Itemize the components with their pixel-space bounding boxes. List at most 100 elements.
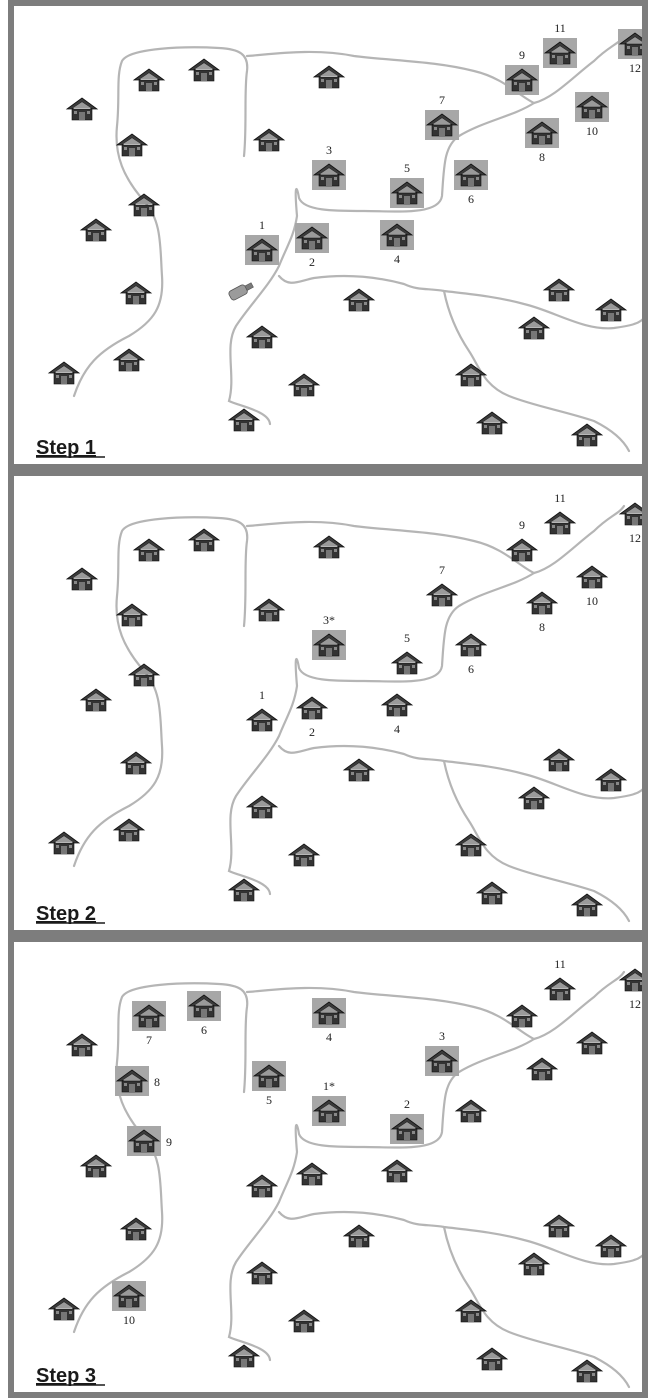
hut-number-label: 6 bbox=[468, 662, 474, 676]
hut-icon bbox=[227, 408, 261, 432]
hut-icon bbox=[47, 361, 81, 385]
hut-number-label: 11 bbox=[554, 957, 566, 971]
river-line bbox=[245, 504, 626, 575]
hut-icon bbox=[79, 218, 113, 242]
hut-number-label: 1 bbox=[259, 218, 265, 232]
hut-icon bbox=[47, 831, 81, 855]
hut-icon bbox=[312, 1096, 346, 1126]
hut-icon bbox=[505, 65, 539, 95]
hut-icon bbox=[112, 348, 146, 372]
hut-icon bbox=[594, 298, 628, 322]
hut-icon bbox=[525, 591, 559, 615]
hut-number-label: 6 bbox=[468, 192, 474, 206]
hut-icon bbox=[312, 160, 346, 190]
river-line bbox=[442, 289, 631, 453]
river-line bbox=[227, 571, 536, 896]
hut-icon bbox=[454, 833, 488, 857]
hut-icon bbox=[517, 786, 551, 810]
hut-number-label: 5 bbox=[404, 631, 410, 645]
hut-number-label: 12 bbox=[629, 997, 641, 1011]
hut-icon bbox=[245, 1261, 279, 1285]
river-line bbox=[72, 982, 249, 1334]
hut-icon bbox=[570, 423, 604, 447]
hut-icon bbox=[65, 1033, 99, 1057]
river-line bbox=[72, 46, 249, 398]
hut-icon bbox=[517, 316, 551, 340]
hut-number-label: 7 bbox=[146, 1033, 152, 1047]
hut-icon bbox=[312, 630, 346, 660]
river-line bbox=[245, 970, 626, 1041]
hut-icon bbox=[594, 1234, 628, 1258]
hut-icon bbox=[618, 29, 642, 59]
hut-number-label: 7 bbox=[439, 93, 445, 107]
hut-icon bbox=[112, 1281, 146, 1311]
hut-icon bbox=[543, 977, 577, 1001]
hut-icon bbox=[380, 693, 414, 717]
hut-icon bbox=[245, 795, 279, 819]
hut-icon bbox=[227, 1344, 261, 1368]
hut-icon bbox=[245, 325, 279, 349]
hut-number-label: 7 bbox=[439, 563, 445, 577]
hut-number-label: 3 bbox=[326, 143, 332, 157]
hut-icon bbox=[115, 603, 149, 627]
river-line bbox=[277, 1210, 642, 1266]
hut-icon bbox=[475, 411, 509, 435]
hut-icon bbox=[47, 1297, 81, 1321]
hut-number-label: 10 bbox=[586, 594, 598, 608]
hut-icon bbox=[542, 278, 576, 302]
hut-number-label: 11 bbox=[554, 491, 566, 505]
hut-icon bbox=[119, 1217, 153, 1241]
hut-number-label: 8 bbox=[539, 620, 545, 634]
river-line bbox=[227, 1037, 536, 1362]
hut-number-label: 10 bbox=[123, 1313, 135, 1327]
hut-number-label: 1 bbox=[259, 688, 265, 702]
hut-icon bbox=[132, 1001, 166, 1031]
hut-icon bbox=[245, 708, 279, 732]
hut-number-label: 8 bbox=[154, 1075, 160, 1089]
hut-icon bbox=[542, 748, 576, 772]
hut-icon bbox=[454, 633, 488, 657]
hut-number-label: 9 bbox=[166, 1135, 172, 1149]
hut-icon bbox=[454, 1299, 488, 1323]
hut-icon bbox=[542, 1214, 576, 1238]
hut-icon bbox=[390, 651, 424, 675]
step-label: Step 3 bbox=[36, 1365, 96, 1387]
hut-icon bbox=[227, 878, 261, 902]
hut-icon bbox=[115, 133, 149, 157]
hut-number-label: 2 bbox=[404, 1097, 410, 1111]
step-label: Step 2 bbox=[36, 903, 96, 925]
hut-icon bbox=[342, 288, 376, 312]
hut-icon bbox=[575, 92, 609, 122]
river-line bbox=[442, 759, 631, 923]
hut-icon bbox=[252, 128, 286, 152]
hut-icon bbox=[65, 97, 99, 121]
hut-icon bbox=[525, 1057, 559, 1081]
hut-icon bbox=[575, 565, 609, 589]
hut-number-label: 5 bbox=[404, 161, 410, 175]
hut-icon bbox=[425, 1046, 459, 1076]
hut-icon bbox=[127, 1126, 161, 1156]
hut-icon bbox=[505, 1004, 539, 1028]
hut-number-label: 2 bbox=[309, 255, 315, 269]
river-line bbox=[442, 1225, 631, 1389]
hut-icon bbox=[594, 768, 628, 792]
hut-icon bbox=[295, 1162, 329, 1186]
hut-icon bbox=[252, 598, 286, 622]
hut-icon bbox=[475, 881, 509, 905]
hut-icon bbox=[287, 1309, 321, 1333]
hut-icon bbox=[454, 1099, 488, 1123]
step-label: Step 1 bbox=[36, 437, 96, 459]
hut-number-label: 5 bbox=[266, 1093, 272, 1107]
hut-icon bbox=[390, 178, 424, 208]
hut-number-label: 2 bbox=[309, 725, 315, 739]
hut-icon bbox=[119, 751, 153, 775]
hut-icon bbox=[312, 535, 346, 559]
hut-icon bbox=[65, 567, 99, 591]
hut-number-label: 12 bbox=[629, 61, 641, 75]
hut-icon bbox=[295, 696, 329, 720]
hut-icon bbox=[312, 65, 346, 89]
hut-number-label: 3* bbox=[323, 613, 335, 627]
